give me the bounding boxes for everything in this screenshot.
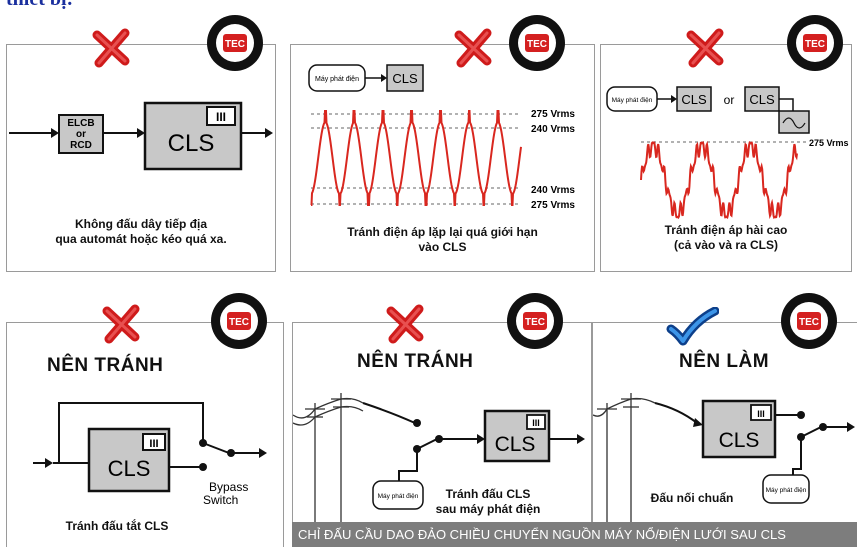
cls-box-a — [676, 86, 712, 112]
caption: Tránh đấu CLS sau máy phát điện — [435, 487, 541, 516]
bypass-diagram: III CLS Bypass Switch — [33, 402, 267, 507]
cls-label: CLS — [749, 92, 775, 107]
switch-label: Switch — [203, 493, 238, 507]
cls-box-b — [744, 86, 780, 112]
rcd-label: RCD — [70, 140, 92, 151]
cross-icon — [92, 28, 130, 68]
harmonic-waveform — [640, 140, 798, 220]
heading: NÊN TRÁNH — [357, 351, 474, 372]
panel-grounding: TEC ELCB or RCD III CLS Không đấu dây ti… — [6, 15, 276, 272]
recommendation-seal-icon: TEC — [781, 293, 837, 349]
cls-badge: III — [757, 409, 765, 419]
v240-top-label: 240 Vrms — [531, 124, 575, 135]
cross-icon — [386, 304, 424, 344]
cross-icon — [102, 304, 140, 344]
svg-text:TEC: TEC — [229, 317, 249, 328]
panel-harmonics: TEC Máy phát điện CLS or CLS 275 Vrms Tr… — [600, 15, 852, 272]
svg-text:TEC: TEC — [225, 39, 245, 50]
heading: NÊN LÀM — [679, 351, 770, 372]
elcb-or: or — [76, 129, 86, 140]
svg-text:TEC: TEC — [799, 317, 819, 328]
elcb-label: ELCB — [67, 118, 94, 129]
cls-label: CLS — [719, 429, 760, 452]
svg-text:TEC: TEC — [525, 317, 545, 328]
caption: Tránh điện áp hài cao (cả vào và ra CLS) — [664, 223, 788, 252]
generator-label: Máy phát điện — [315, 76, 359, 83]
generator-after-diagram: Máy phát điện III CLS — [293, 393, 585, 523]
cls-label: CLS — [681, 92, 707, 107]
cls-badge: III — [216, 110, 226, 124]
caption: Tránh điện áp lặp lại quá giới hạn vào C… — [347, 225, 538, 254]
caption: Tránh đấu tắt CLS — [65, 519, 169, 533]
cls-badge: III — [532, 418, 540, 428]
cls-badge: III — [149, 438, 158, 450]
recommendation-seal-icon: TEC — [787, 15, 843, 71]
or-label: or — [724, 93, 735, 107]
recommendation-seal-icon: TEC — [509, 15, 565, 71]
cls-label: CLS — [495, 433, 536, 456]
overvoltage-diagram: Máy phát điện CLS 275 Vrms 240 Vrms 240 … — [308, 64, 575, 211]
cross-icon — [454, 28, 492, 68]
power-pole-icon — [593, 393, 656, 523]
bypass-label: Bypass — [209, 480, 248, 494]
v240-bottom-label: 240 Vrms — [531, 185, 575, 196]
svg-text:TEC: TEC — [527, 39, 547, 50]
panel-generator-after: TEC NÊN TRÁNH Máy phát điện III CLS Trán… — [292, 293, 592, 523]
generator-box — [762, 474, 810, 504]
cross-icon — [686, 28, 724, 68]
page-title: thiết bị: — [6, 0, 73, 11]
correct-wiring-diagram: III CLS Máy phát điện — [593, 393, 855, 523]
v275-label: 275 Vrms — [809, 138, 849, 148]
panel-correct-wiring: TEC NÊN LÀM III CLS Máy phát điện Đấu nố… — [592, 293, 857, 523]
cls-label: CLS — [168, 130, 215, 157]
recommendation-seal-icon: TEC — [507, 293, 563, 349]
svg-text:TEC: TEC — [805, 39, 825, 50]
caption: Đấu nối chuẩn — [650, 491, 734, 505]
panel-bypass: TEC NÊN TRÁNH III CLS Bypass Switch Trán… — [6, 293, 284, 547]
caption: Không đấu dây tiếp địa qua automát hoặc … — [55, 217, 227, 246]
cls-box — [386, 64, 424, 92]
cls-label: CLS — [108, 456, 151, 481]
generator-label: Máy phát điện — [612, 97, 653, 104]
recommendation-seal-icon: TEC — [207, 15, 263, 71]
generator-label: Máy phát điện — [766, 487, 807, 494]
panel-overvoltage: TEC Máy phát điện CLS 275 Vrms 240 Vrms … — [290, 15, 595, 272]
harmonics-diagram: Máy phát điện CLS or CLS 275 Vrms — [606, 86, 849, 220]
cls-label: CLS — [392, 71, 418, 86]
v275-top-label: 275 Vrms — [531, 109, 575, 120]
heading: NÊN TRÁNH — [47, 355, 164, 376]
power-pole-icon — [293, 393, 364, 523]
generator-box — [372, 480, 424, 510]
grounding-diagram: ELCB or RCD III CLS — [9, 101, 273, 171]
check-icon — [666, 307, 719, 346]
footer-banner: CHỈ ĐẤU CẦU DAO ĐẢO CHIỀU CHUYỂN NGUỒN M… — [292, 522, 857, 547]
generator-label: Máy phát điện — [378, 493, 419, 500]
recommendation-seal-icon: TEC — [211, 293, 267, 349]
v275-bottom-label: 275 Vrms — [531, 200, 575, 211]
overvoltage-waveform — [310, 110, 522, 206]
